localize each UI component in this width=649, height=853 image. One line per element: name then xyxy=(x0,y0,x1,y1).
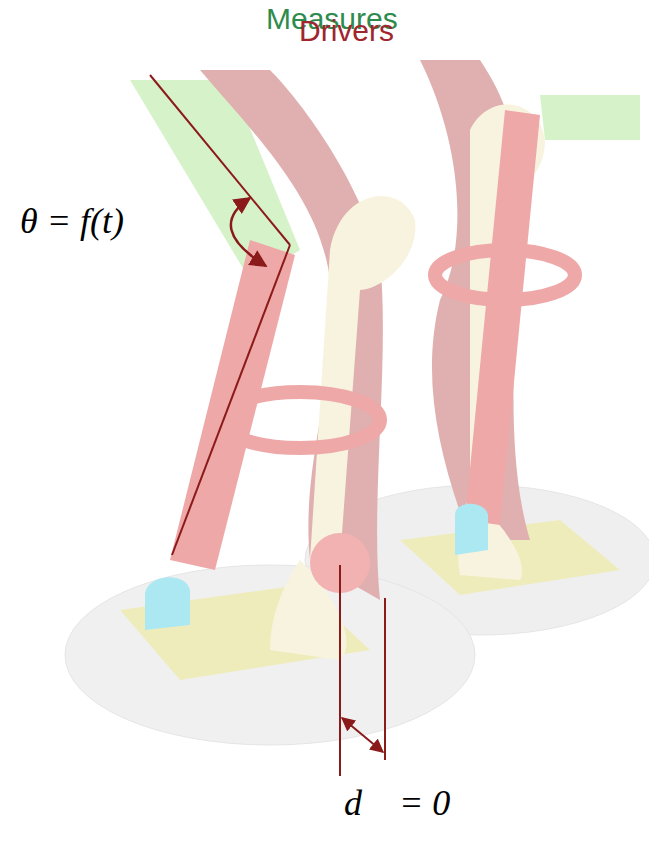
angle-driver-label: θ = f(t) xyxy=(20,202,124,242)
drivers-heading: Drivers xyxy=(299,14,394,47)
distance-driver-label: d⃗ = 0 xyxy=(344,784,450,824)
